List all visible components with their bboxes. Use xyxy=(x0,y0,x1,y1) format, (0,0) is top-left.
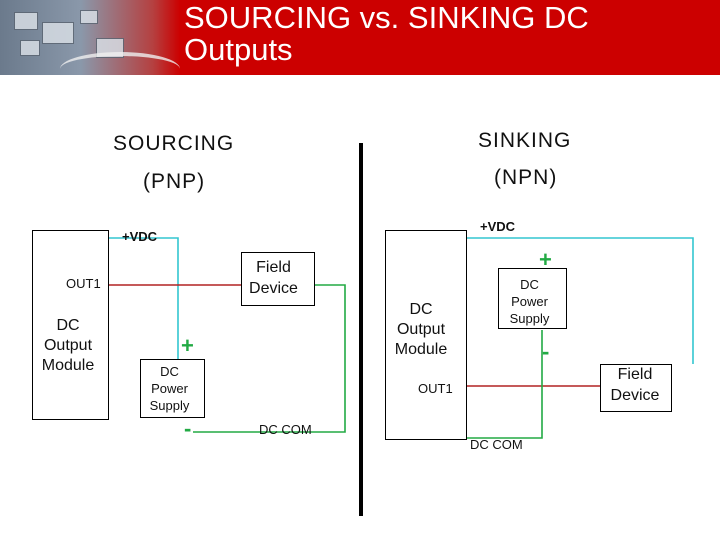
banner-graphic xyxy=(0,0,180,75)
sourcing-subheading: (PNP) xyxy=(143,170,206,193)
sinking-vdc-wire xyxy=(439,237,694,364)
sourcing-com-label: DC COM xyxy=(259,422,312,437)
title-banner: SOURCING vs. SINKING DC Outputs xyxy=(0,0,720,75)
sourcing-vdc-label: +VDC xyxy=(122,229,158,244)
sinking-plus-sign: + xyxy=(539,247,552,272)
sinking-output-module xyxy=(385,230,467,440)
sourcing-minus-sign: - xyxy=(184,416,192,441)
sinking-com-label: DC COM xyxy=(470,437,523,452)
sinking-out1-label: OUT1 xyxy=(418,381,453,396)
sourcing-power-supply xyxy=(140,359,205,418)
sinking-heading: SINKING xyxy=(478,129,572,152)
sourcing-heading: SOURCING xyxy=(113,132,235,155)
sinking-field-device-label: Field Device xyxy=(610,366,660,404)
sourcing-com-wire xyxy=(193,284,346,433)
sinking-module-label: DC Output Module xyxy=(394,301,448,358)
sourcing-plus-sign: + xyxy=(181,333,194,358)
sourcing-field-device xyxy=(241,252,315,306)
sinking-power-supply xyxy=(498,268,567,329)
sinking-minus-sign: - xyxy=(542,339,550,364)
sourcing-module-label: DC Output Module xyxy=(41,317,95,374)
sourcing-out1-label: OUT1 xyxy=(66,276,101,291)
sourcing-vdc-wire xyxy=(88,237,179,366)
sinking-power-supply-label: DC Power Supply xyxy=(509,277,550,326)
sinking-com-wire xyxy=(467,330,543,439)
sourcing-output-module xyxy=(32,230,109,420)
sinking-subheading: (NPN) xyxy=(494,166,558,189)
slide-title: SOURCING vs. SINKING DC Outputs xyxy=(184,0,589,67)
sourcing-power-supply-label: DC Power Supply xyxy=(149,364,190,413)
sourcing-field-device-label: Field Device xyxy=(249,259,298,297)
sinking-vdc-label: +VDC xyxy=(480,219,516,234)
sinking-field-device xyxy=(600,364,672,412)
